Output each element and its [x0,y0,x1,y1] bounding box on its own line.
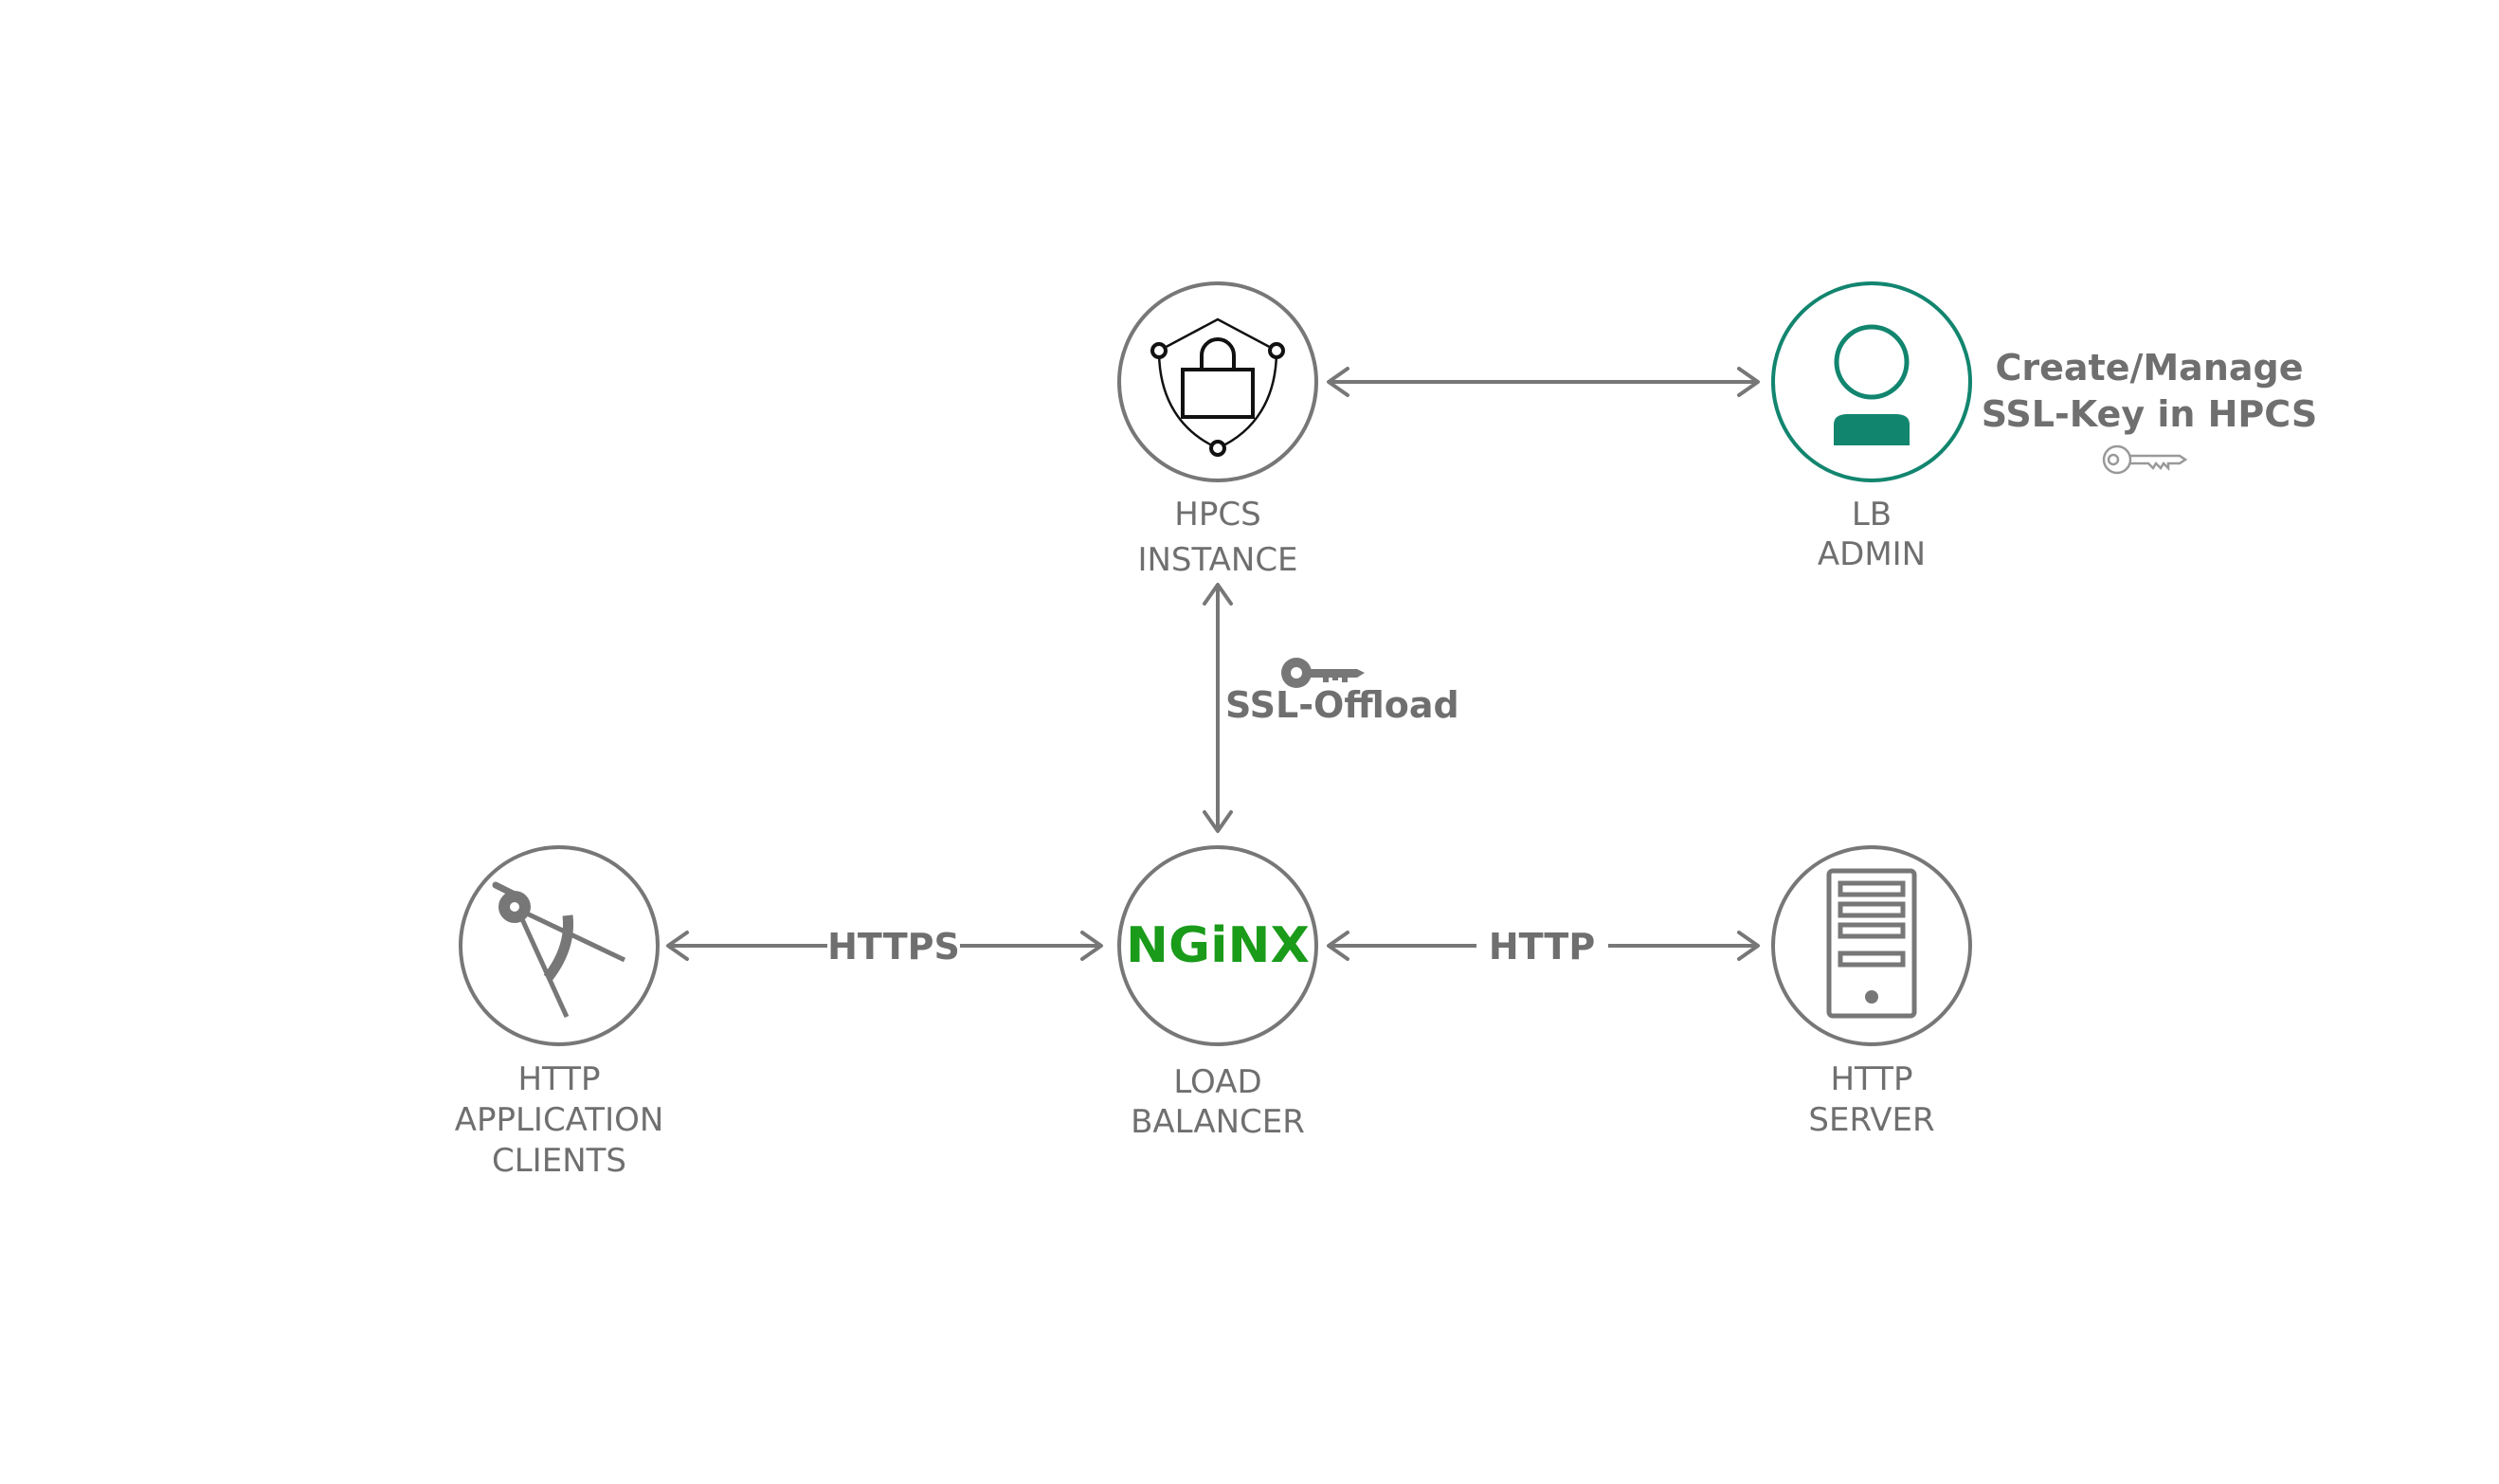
node-http-clients[interactable] [459,845,660,1046]
server-label-line2: SERVER [1808,1101,1934,1139]
hpcs-label-line1: HPCS [1174,496,1260,534]
nginx-logo: NGiNX [1126,917,1310,974]
edge-ssl-offload [1203,583,1233,833]
clients-label-line1: HTTP [517,1060,600,1098]
lb-label-line2: BALANCER [1131,1103,1305,1141]
key-outline-icon [2102,444,2188,475]
server-label-line1: HTTP [1830,1060,1912,1098]
server-icon [1826,868,1917,1019]
clients-label-line3: CLIENTS [492,1142,626,1180]
admin-label-line1: LB [1852,496,1892,534]
node-lb-admin[interactable] [1771,281,1972,482]
hpcs-label-line2: INSTANCE [1137,541,1297,579]
annotation-line2: SSL-Key in HPCS [1982,393,2318,435]
admin-label-line2: ADMIN [1818,535,1926,573]
edge-https [666,931,1103,961]
lb-label-line1: LOAD [1173,1063,1261,1101]
key-icon [1281,658,1365,688]
annotation-line1: Create/Manage [1996,347,2304,389]
edge-http [1327,931,1760,961]
edge-label-ssl-offload: SSL-Offload [1225,684,1459,726]
edge-label-http: HTTP [1489,926,1595,968]
edge-label-https: HTTPS [827,926,960,968]
node-load-balancer[interactable]: NGiNX [1117,845,1318,1046]
edge-hpcs-admin [1327,367,1760,397]
shield-lock-icon [1150,317,1285,457]
compass-icon [492,881,626,1019]
node-hpcs-instance[interactable] [1117,281,1318,482]
user-icon [1834,324,1910,445]
clients-label-line2: APPLICATION [455,1101,664,1139]
node-http-server[interactable] [1771,845,1972,1046]
